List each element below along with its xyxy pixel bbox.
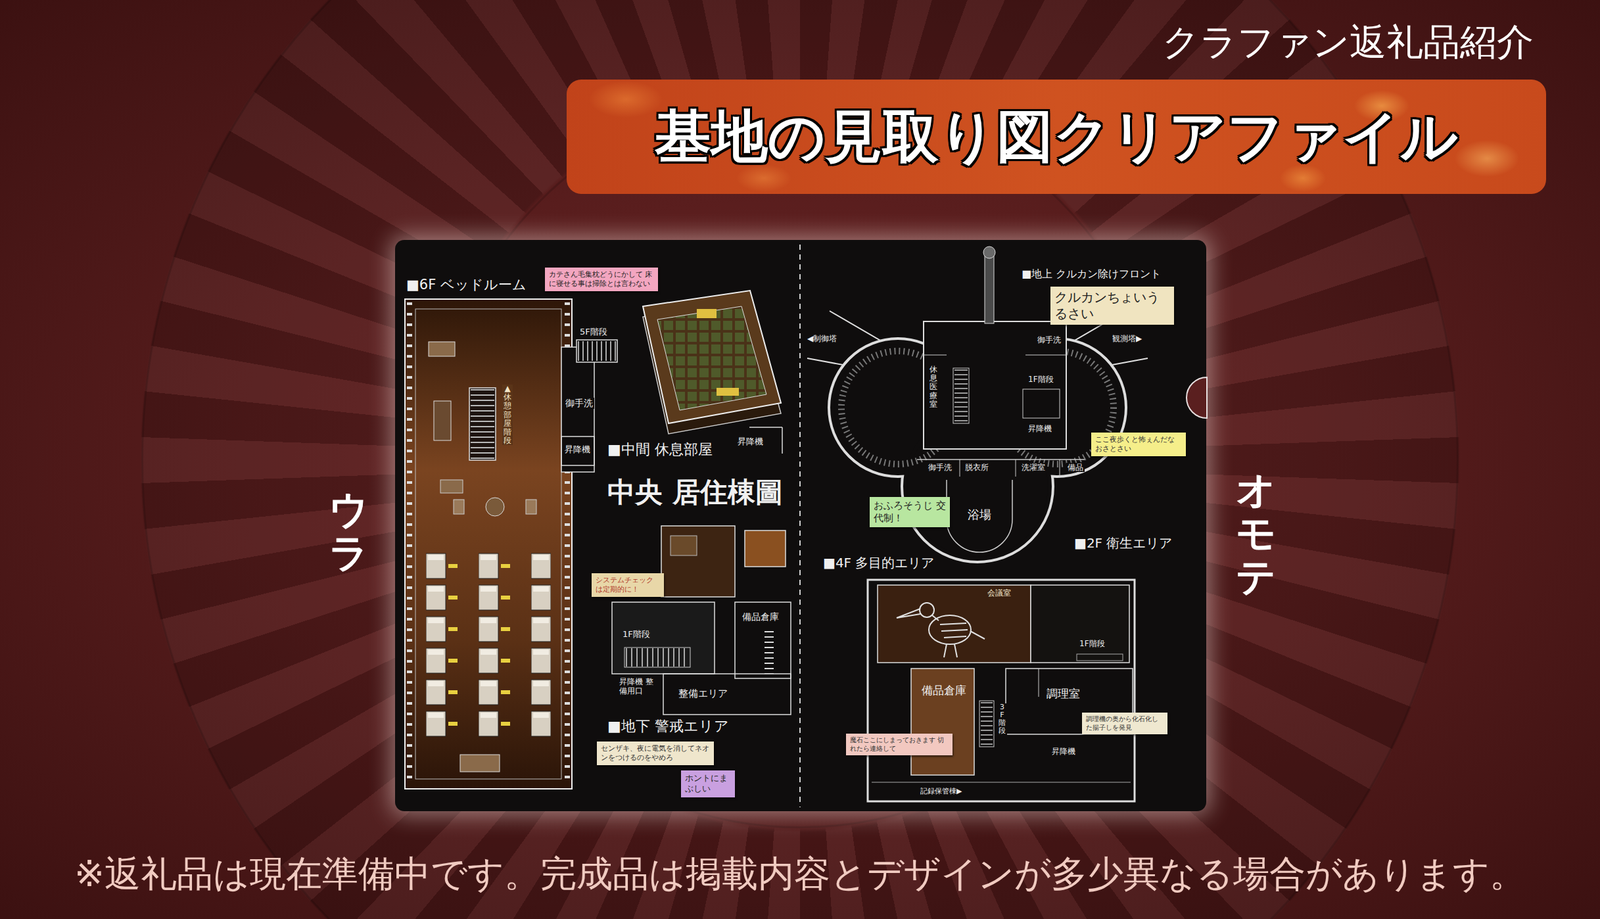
sticky-note: ここ夜歩くと怖ぇんだな おさとさい [1091,432,1186,457]
note-text: カテさん毛集枕どうにかして 床に寝せる事は掃除とは言わない [548,270,655,289]
plan-label: 1F階段 [621,629,652,640]
plan-label: 昇降機 [563,444,592,455]
plan-label: ■地下 警戒エリア [606,717,731,735]
plan-label: 観測塔▶ [1110,333,1144,344]
sticky-note: センザキ、夜に電気を消してネオンをつけるのをやめろ [596,741,714,766]
note-text: システムチェックは定期的に！ [595,575,660,595]
caption: ※返礼品は現在準備中です。完成品は掲載内容とデザインが多少異なる場合があります。 [0,849,1600,899]
vertical-label: ▲休憩部屋階段 [502,384,513,446]
plan-label: 記録保管棟▶ [918,786,964,796]
plan-label: 御手洗 [564,397,595,409]
plan-label: 備品 [1066,462,1085,472]
plan-label: 脱衣所 [963,462,990,472]
plan-label: ■2F 衛生エリア [1072,535,1174,551]
plan-label: ■中間 休息部屋 [606,441,714,459]
vertical-label: オモテ [1235,468,1276,599]
plan-label: 御手洗 [926,462,954,472]
plan-label: 昇降機 [736,436,765,448]
plan-label: 浴場 [966,507,993,522]
note-text: クルカンちょいうるさい [1054,289,1171,323]
plan-label: 洗濯室 [1020,462,1047,472]
vertical-label: 3F階段 [997,703,1008,735]
note-text: センザキ、夜に電気を消してネオンをつけるのをやめろ [600,744,710,763]
plan-label: 昇降機 整備用口 [617,677,659,697]
plan-label: 整備エリア [677,687,730,700]
plan-label: 中央 居住棟圖 [606,475,785,509]
vertical-label: ウラ [328,487,369,575]
plan-label: 備品倉庫 [920,683,968,697]
sticky-note: おふろそうじ 交代制！ [869,496,950,528]
plan-label: 1F階段 [1026,374,1056,384]
sticky-note: 魔石ここにしまっておきます 切れたら連絡して [846,733,953,756]
sticky-note: ホントにまぶしい [681,770,735,798]
note-text: ここ夜歩くと怖ぇんだな おさとさい [1095,435,1182,454]
plan-label: 御手洗 [1035,335,1063,345]
plan-label: ◀制御塔 [805,333,839,344]
sticky-note: 調理機の奥から化石化した揚子しを発見 [1082,712,1168,735]
plan-label: ■地上 クルカン除けフロント [1020,267,1163,281]
plan-label: ■6F ベッドルーム [404,276,528,294]
sticky-note: クルカンちょいうるさい [1050,286,1175,325]
title-banner: 基地の見取り図クリアファイル [566,79,1547,194]
plan-label: 昇降機 [1050,746,1077,756]
plan-label: 調理室 [1045,686,1082,701]
sticky-note: システムチェックは定期的に！ [591,573,664,597]
plan-label: 備品倉庫 [740,611,781,623]
note-text: 調理機の奥から化石化した揚子しを発見 [1085,715,1164,732]
note-text: ホントにまぶしい [684,773,731,795]
sticky-note: カテさん毛集枕どうにかして 床に寝せる事は掃除とは言わない [544,267,659,292]
plan-label: ■4F 多目的エリア [821,554,936,571]
plan-label: 5F階段 [578,326,609,338]
plan-label: 1F階段 [1078,638,1107,649]
note-text: おふろそうじ 交代制！ [873,499,946,525]
plan-label: クラファン返礼品紹介 [1162,19,1534,64]
vertical-label: 休息医療室 [928,365,939,409]
note-text: 魔石ここにしまっておきます 切れたら連絡して [849,736,949,753]
plan-label: 会議室 [986,588,1013,598]
title-text: 基地の見取り図クリアファイル [654,98,1459,176]
plan-label: 昇降機 [1026,423,1054,434]
